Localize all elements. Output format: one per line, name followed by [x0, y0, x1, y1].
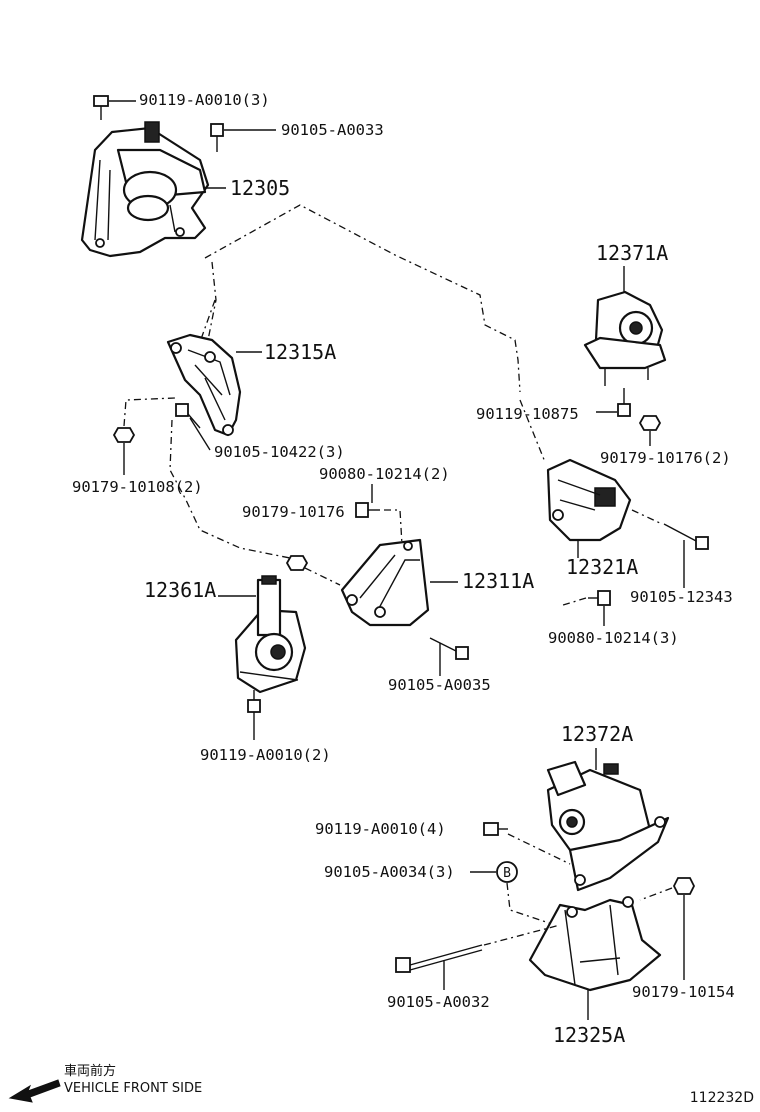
label-90080-10214-2: 90080-10214(2): [319, 465, 450, 483]
mount-12372A: [546, 760, 670, 892]
bolt-90105-10422: [175, 403, 201, 429]
bolt-90105-A0035: [429, 637, 469, 660]
label-12321A: 12321A: [566, 555, 638, 579]
label-12325A: 12325A: [553, 1023, 625, 1047]
mount-12305: [80, 121, 210, 258]
bracket-12315A: [166, 333, 242, 437]
nut-90179-10176-right: [638, 415, 662, 431]
leader-p7: [189, 417, 211, 451]
nut-90179-10154: [672, 877, 696, 895]
bolt-90119-10875: [617, 388, 631, 417]
label-90105-A0034-3: 90105-A0034(3): [324, 863, 455, 881]
label-90105-10422-3: 90105-10422(3): [214, 443, 345, 461]
label-12315A: 12315A: [264, 340, 336, 364]
label-12361A: 12361A: [144, 578, 216, 602]
label-90179-10176: 90179-10176: [242, 503, 345, 521]
bracket-12321A: [546, 458, 632, 542]
nut-90179-10176-left: [285, 555, 309, 571]
leader-dash-b: [506, 882, 556, 926]
label-90105-12343: 90105-12343: [630, 588, 733, 606]
mount-12371A: [583, 290, 667, 386]
bolt-90105-12343: [663, 523, 709, 550]
label-90119-A0010-2: 90119-A0010(2): [200, 746, 331, 764]
leader-dash-p22: [639, 887, 673, 901]
leader-dash-p9: [123, 397, 176, 427]
label-90080-10214-3: 90080-10214(3): [548, 629, 679, 647]
label-12305: 12305: [230, 176, 290, 200]
label-90179-10154: 90179-10154: [632, 983, 735, 1001]
mount-12361A: [234, 575, 307, 694]
figure-id: 112232D: [689, 1090, 754, 1106]
label-90179-10108-2: 90179-10108(2): [72, 478, 203, 496]
callout-b-label: B: [503, 866, 511, 881]
label-90119-10875: 90119-10875: [476, 405, 579, 423]
bracket-12325A: [528, 896, 662, 992]
label-90119-A0010-3: 90119-A0010(3): [139, 91, 270, 109]
label-90105-A0032: 90105-A0032: [387, 993, 490, 1011]
label-90105-A0033: 90105-A0033: [281, 121, 384, 139]
leader-dash-nut: [304, 567, 341, 586]
leader-dash-p16: [559, 597, 587, 607]
callout-b: B: [496, 861, 518, 883]
label-90179-10176-2: 90179-10176(2): [600, 449, 731, 467]
leader-dash-p10: [384, 509, 403, 546]
bolt-90080-10214-lower: [588, 590, 611, 606]
bolt-90119-A0010-right: [483, 822, 508, 836]
leader-dash-p23: [483, 924, 561, 946]
nut-90179-10108: [112, 427, 136, 443]
bolt-90119-A0010-lower: [247, 690, 261, 713]
leader-dash-p20: [507, 833, 571, 865]
label-90105-A0035: 90105-A0035: [388, 676, 491, 694]
label-12311A: 12311A: [462, 569, 534, 593]
front-arrow-icon: [8, 1079, 61, 1103]
label-12371A: 12371A: [596, 241, 668, 265]
engine-outline: [189, 204, 546, 463]
leader-dash-p15: [631, 509, 663, 525]
front-note-japanese: 車両前方: [64, 1064, 117, 1079]
bolt-90080-10214-upper: [355, 502, 380, 518]
vehicle-front-note: 車両前方 VEHICLE FRONT SIDE: [64, 1063, 202, 1097]
label-90119-A0010-4: 90119-A0010(4): [315, 820, 446, 838]
label-12372A: 12372A: [561, 722, 633, 746]
bracket-12311A: [340, 538, 430, 627]
front-note-english: VEHICLE FRONT SIDE: [64, 1081, 203, 1096]
bolt-90105-A0033: [210, 123, 224, 152]
bolt-90105-A0032: [395, 944, 483, 973]
bolt-90119-A0010-top: [93, 95, 109, 120]
